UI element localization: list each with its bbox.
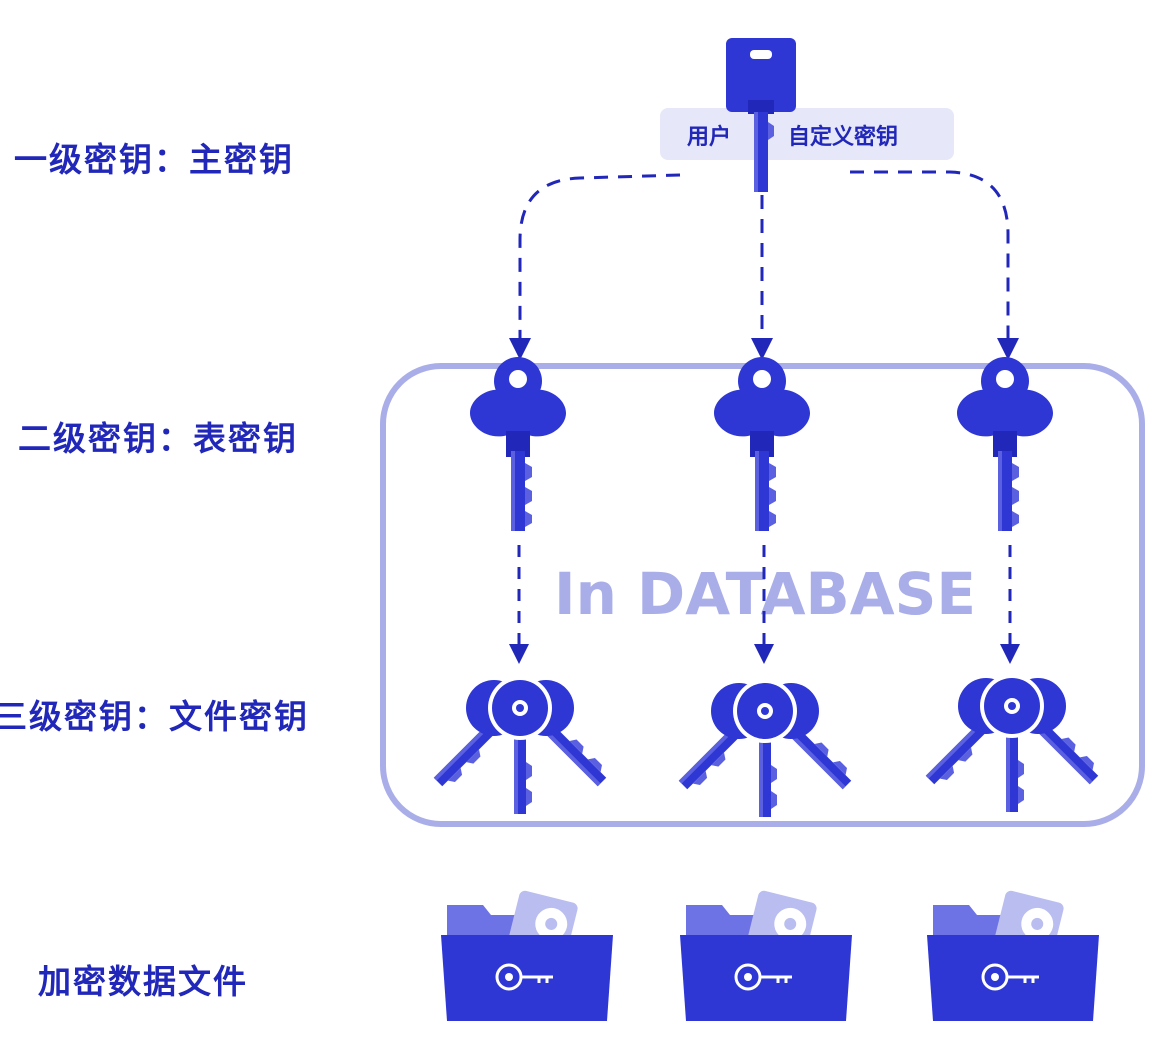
level-4-label: 加密数据文件 [38,962,248,1001]
master-key-icon [726,38,796,192]
table-key-icon-1 [470,357,566,531]
master-key-label-left: 用户 [687,124,731,150]
level-3-label: 三级密钥：文件密钥 [0,697,309,736]
encrypted-folder-icon-1 [439,888,615,1023]
file-key-bunch-icon-2 [679,679,856,817]
level-1-label: 一级密钥：主密钥 [14,140,294,179]
master-key-banner [660,108,954,160]
encrypted-folder-icon-2 [678,888,854,1023]
file-key-bunch-icon-1 [434,676,611,814]
arrows-level-1-2 [518,170,1010,338]
encrypted-folder-icon-3 [925,888,1101,1023]
arrows-level-2-3 [517,545,1012,644]
master-key-label-right: 自定义密钥 [788,124,898,150]
table-key-icon-3 [957,357,1053,531]
level-2-label: 二级密钥：表密钥 [18,419,298,458]
table-key-icon-2 [714,357,810,531]
file-key-bunch-icon-3 [926,674,1103,812]
